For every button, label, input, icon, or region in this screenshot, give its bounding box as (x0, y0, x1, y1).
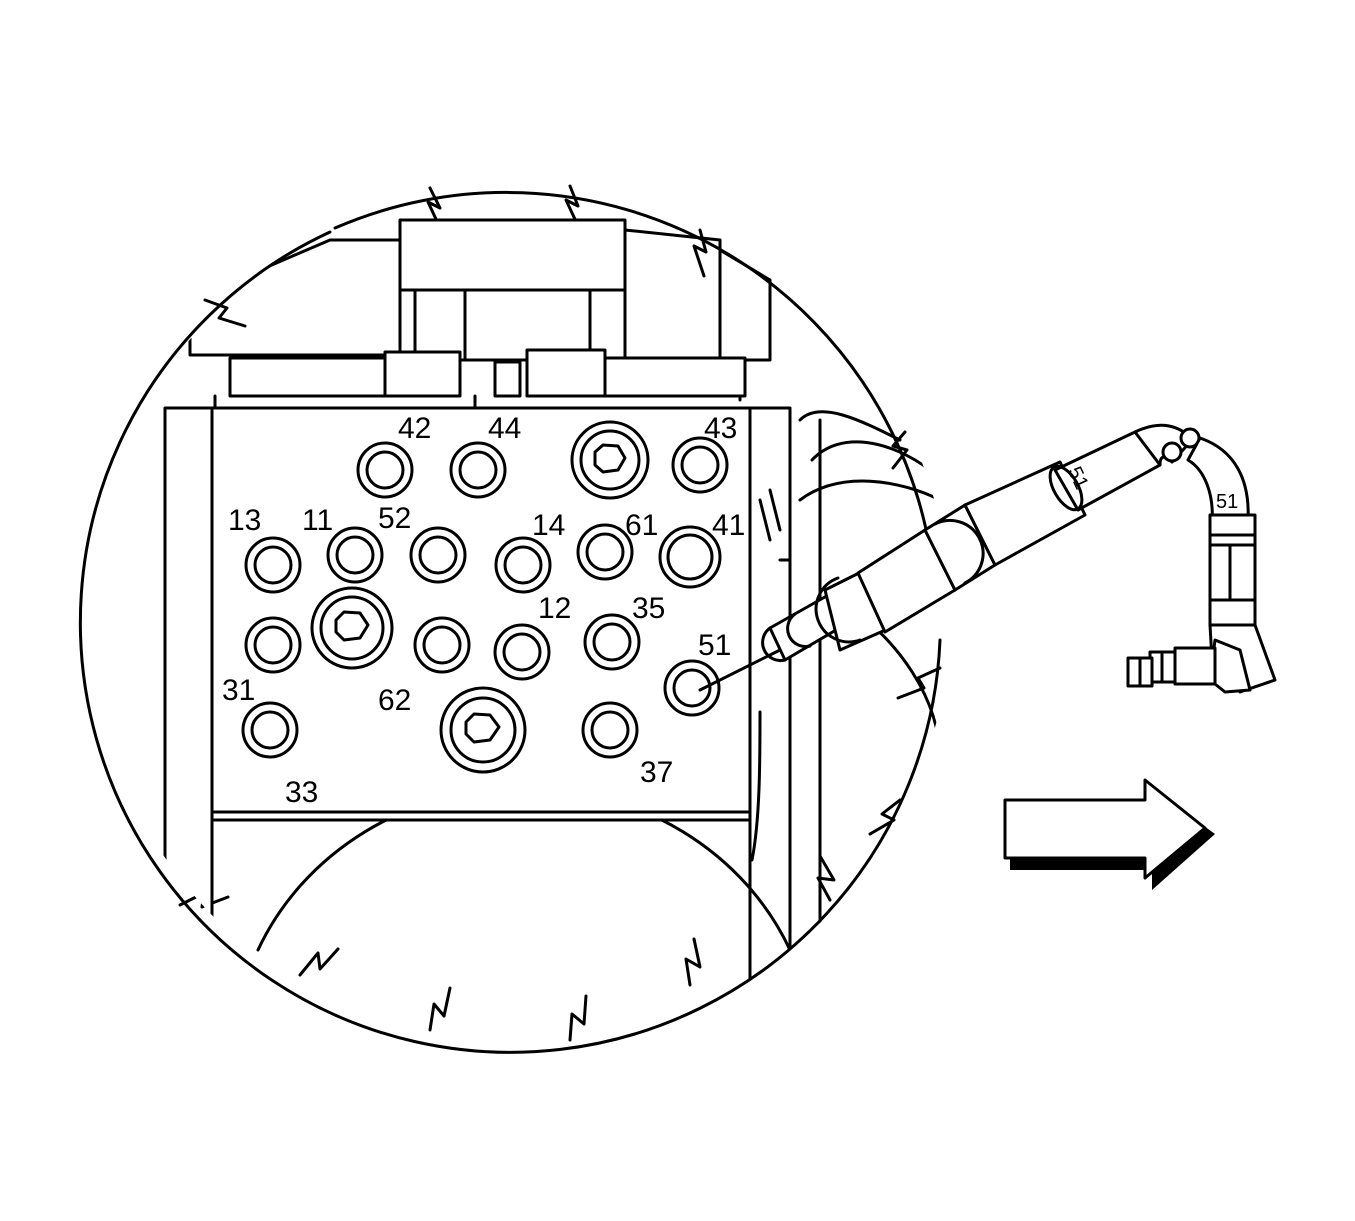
port-43 (671, 436, 729, 494)
port-41 (658, 525, 722, 589)
label-11: 11 (302, 504, 333, 537)
label-37: 37 (640, 756, 673, 789)
label-61: 61 (625, 509, 658, 542)
hose-tag-51: 51 (1216, 491, 1238, 513)
modulator-ports (241, 436, 729, 759)
label-31: 31 (222, 674, 255, 707)
label-43: 43 (704, 412, 737, 445)
port-11 (326, 526, 384, 584)
label-51: 51 (698, 629, 731, 662)
port-13 (244, 536, 302, 594)
port-14 (494, 536, 552, 594)
hex-plug-icon (310, 586, 394, 670)
port-52 (409, 526, 467, 584)
label-12: 12 (538, 592, 571, 625)
label-44: 44 (488, 412, 521, 445)
label-62: 62 (378, 684, 411, 717)
port-31 (244, 616, 302, 674)
port-62 (413, 616, 471, 674)
hex-plugs (310, 420, 650, 774)
port-labels: 42 44 43 13 11 52 14 61 41 12 35 51 31 6… (222, 412, 745, 809)
port-37 (581, 701, 639, 759)
label-14: 14 (532, 509, 565, 542)
port-33 (241, 701, 299, 759)
label-52: 52 (378, 502, 411, 535)
hex-plug-icon (570, 420, 650, 500)
port-51 (663, 659, 721, 717)
port-44 (449, 441, 507, 499)
direction-arrow-icon (1003, 778, 1215, 890)
port-35 (583, 613, 641, 671)
brake-line-assembly (698, 423, 1277, 694)
port-61 (576, 523, 634, 581)
port-42 (356, 441, 414, 499)
label-42: 42 (398, 412, 431, 445)
label-33: 33 (285, 776, 318, 809)
hex-plug-icon (439, 686, 527, 774)
label-13: 13 (228, 504, 261, 537)
label-35: 35 (632, 592, 665, 625)
port-12 (493, 623, 551, 681)
label-41: 41 (712, 509, 745, 542)
